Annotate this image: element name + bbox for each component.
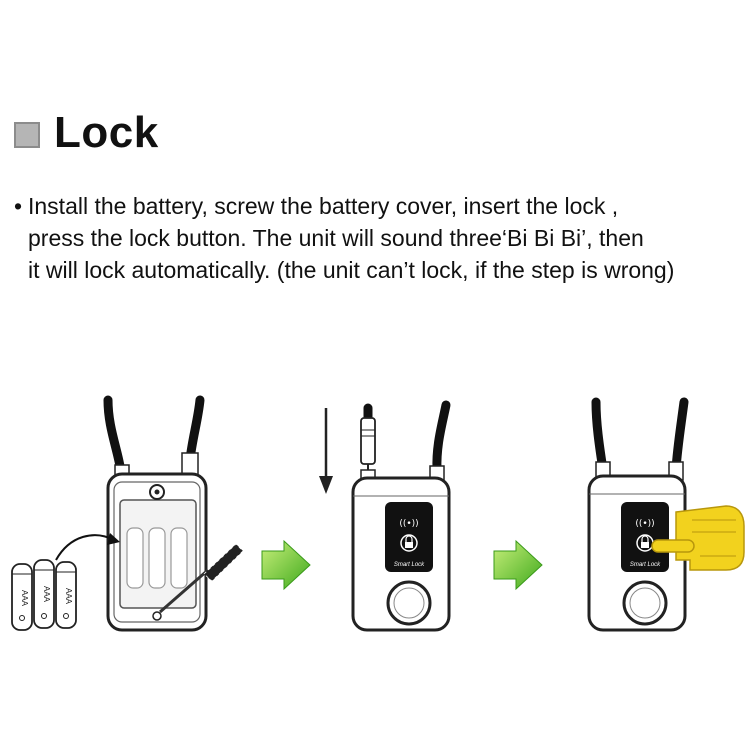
screwdriver-icon xyxy=(159,543,244,614)
battery-aaa-1: AAA xyxy=(11,563,33,631)
control-panel xyxy=(621,502,669,572)
step2-insert-shackle: ((•)) Smart Lock xyxy=(319,400,451,632)
pressing-hand-icon xyxy=(651,505,745,571)
green-arrow-icon-1 xyxy=(261,539,311,591)
bullet-dot: • xyxy=(14,193,23,219)
instruction-line-1: •Install the battery, screw the battery … xyxy=(14,190,744,222)
heading-title: Lock xyxy=(54,108,159,157)
instruction-line-2: press the lock button. The unit will sou… xyxy=(28,225,644,251)
instruction-line-3: it will lock automatically. (the unit ca… xyxy=(28,257,675,283)
loose-batteries-icon: AAA AAA AAA xyxy=(11,559,77,631)
cable-right xyxy=(185,395,205,465)
shackle-plug xyxy=(360,417,376,465)
svg-text:AAA: AAA xyxy=(42,586,51,603)
lock-button-icon xyxy=(400,534,418,552)
step1-battery-install: AAA AAA AAA xyxy=(11,395,244,632)
step3-press-lock-button: ((•)) Smart Lock xyxy=(587,397,745,632)
screw-bottom xyxy=(152,611,162,621)
battery-aaa-2: AAA xyxy=(33,559,55,629)
svg-text:Smart Lock: Smart Lock xyxy=(630,562,661,568)
svg-text:AAA: AAA xyxy=(20,590,29,607)
svg-text:Smart Lock: Smart Lock xyxy=(394,562,425,568)
green-arrow-icon-2 xyxy=(493,539,543,591)
signal-icon: ((•)) xyxy=(399,519,418,529)
battery-aaa-3: AAA xyxy=(55,561,77,629)
cable-left xyxy=(103,395,126,477)
control-panel xyxy=(385,502,433,572)
instructions-text: •Install the battery, screw the battery … xyxy=(14,190,744,286)
signal-icon: ((•)) xyxy=(635,519,654,529)
section-heading: Lock xyxy=(14,108,159,158)
heading-bullet-square xyxy=(14,122,40,148)
installed-batteries xyxy=(126,527,188,589)
lock-steps-diagram: AAA AAA AAA xyxy=(11,395,745,632)
svg-text:AAA: AAA xyxy=(64,588,73,605)
curved-arrow-icon xyxy=(55,534,115,561)
